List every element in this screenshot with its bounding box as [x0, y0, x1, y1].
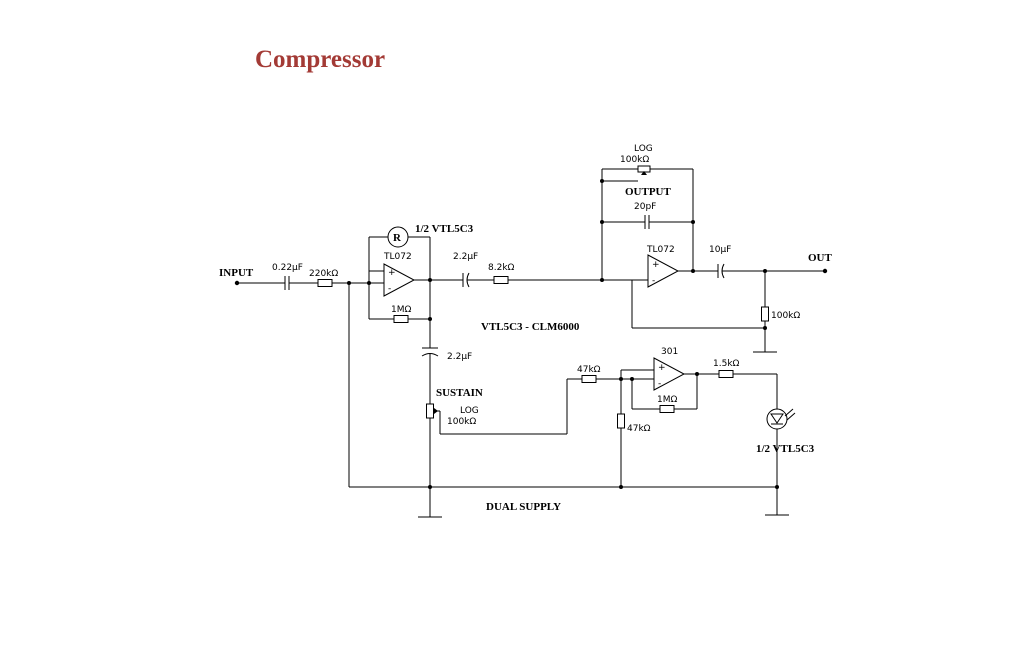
resistor-1m-3	[659, 405, 675, 413]
led-symbol	[766, 408, 788, 430]
label-vtl-top: 1/2 VTL5C3	[415, 223, 474, 235]
opamp-1-triangle	[383, 263, 416, 297]
label-r-47b: 47kΩ	[627, 424, 651, 434]
label-vtl-bot: 1/2 VTL5C3	[756, 443, 815, 455]
mid-section	[430, 272, 648, 288]
label-plus-1: +	[388, 268, 396, 278]
led-section	[765, 408, 796, 516]
label-c-sus: 2.2µF	[447, 352, 472, 362]
opamp-2-triangle	[647, 254, 680, 288]
opamp-3	[617, 357, 778, 487]
label-opamp1: TL072	[383, 252, 412, 262]
label-c-in: 0.22µF	[272, 263, 303, 273]
label-out: OUT	[808, 252, 833, 264]
page-title: Compressor	[255, 46, 386, 73]
resistor-100k-out	[761, 306, 769, 322]
sustain-pot	[426, 403, 434, 419]
label-r-led: 1.5kΩ	[713, 359, 740, 369]
output-terminal	[822, 268, 828, 274]
label-c-fb2: 20pF	[634, 202, 656, 212]
label-input: INPUT	[219, 267, 254, 279]
resistor-1k5	[718, 370, 734, 378]
label-opamp3: 301	[661, 347, 678, 357]
sustain-section	[418, 347, 654, 518]
label-output: OUTPUT	[625, 186, 672, 198]
label-r-out: 100kΩ	[771, 311, 800, 321]
resistor-8k2	[493, 276, 509, 284]
resistor-1m-1	[393, 315, 409, 323]
label-c-out: 10µF	[709, 245, 731, 255]
label-r-fb3: 1MΩ	[657, 395, 677, 405]
label-log-top: LOG	[634, 144, 653, 154]
opamp-2	[600, 165, 765, 329]
supply-rail	[348, 283, 777, 489]
label-minus-3: -	[658, 379, 661, 389]
label-sustain: SUSTAIN	[436, 387, 483, 399]
resistor-47k-a	[581, 375, 597, 383]
label-plus-3: +	[658, 363, 666, 373]
opamp-1	[368, 226, 432, 348]
label-minus-1: -	[388, 284, 391, 294]
label-pot-bot: 100kΩ	[447, 417, 476, 427]
label-opamp2: TL072	[646, 245, 675, 255]
resistor-47k-b	[617, 413, 625, 429]
opamp-3-triangle	[653, 357, 686, 391]
label-r-in: 220kΩ	[309, 269, 338, 279]
input-section	[234, 276, 384, 290]
label-r-mid: 8.2kΩ	[488, 263, 515, 273]
label-photo-r: R	[393, 232, 402, 244]
resistor-220k	[317, 279, 333, 287]
label-c-mid: 2.2µF	[453, 252, 478, 262]
output-section	[717, 263, 828, 353]
label-pot-top: 100kΩ	[620, 155, 649, 165]
label-r-47a: 47kΩ	[577, 365, 601, 375]
label-r-fb1: 1MΩ	[391, 305, 411, 315]
label-plus-2: +	[652, 260, 660, 270]
label-log-bot: LOG	[460, 406, 479, 416]
label-supply: DUAL SUPPLY	[486, 501, 561, 513]
label-vtl-mid: VTL5C3 - CLM6000	[481, 321, 580, 333]
label-minus-2: -	[652, 276, 655, 286]
